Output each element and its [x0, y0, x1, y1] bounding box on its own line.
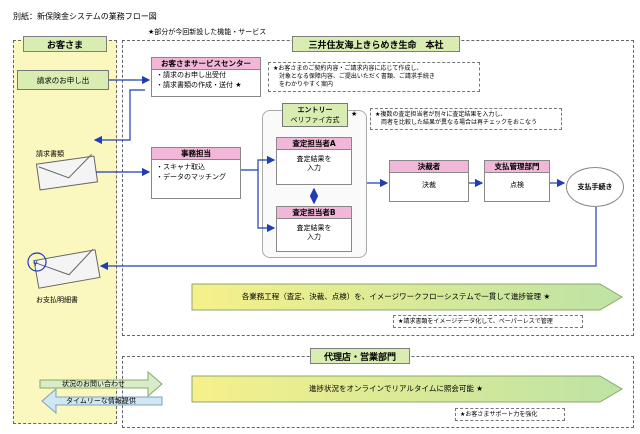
clerk-line: ・スキャナ取込: [156, 163, 205, 171]
service-center-line: ・請求書類の作成・送付 ★: [156, 81, 242, 90]
assessor-a-line: 査定結果を: [296, 155, 332, 163]
workflow-banner: 各業務工程（査定、決裁、点検）を、イメージワークフローシステムで一貫して進捗管理…: [241, 292, 551, 301]
customer-column: [13, 40, 117, 424]
agency-banner: 進捗状況をオンラインでリアルタイムに照会可能 ★: [309, 384, 483, 393]
service-center-note: ★お客さまのご契約内容・ご請求内容に応じて作成し、 対象となる保障内容、ご提出い…: [268, 62, 480, 92]
clerk-line: ・データのマッチング: [156, 173, 226, 182]
service-center-line: ・請求のお申し出受付: [156, 71, 226, 79]
note-line: 対象となる保障内容、ご提出いただく書類、ご請求手続き: [279, 73, 435, 81]
entry-verify-star: ★: [351, 110, 358, 118]
payment-notice-label: お支払明細書: [36, 296, 78, 304]
legend-note: ★部分が今回新設した機能・サービス: [148, 28, 267, 36]
entry-verify-subtitle: ベリファイ方式: [290, 116, 340, 124]
assessor-a-box: 査定担当者A 査定結果を 入力: [276, 137, 352, 185]
payment-dept-box: 支払管理部門 点検: [484, 160, 550, 202]
claim-docs-label: 請求書類: [36, 150, 64, 158]
company-title: 三井住友海上きらめき生命 本社: [292, 36, 460, 52]
inquiry-label: 状況のお問い合わせ: [62, 380, 125, 388]
service-center-title: お客さまサービスセンター: [152, 58, 260, 70]
service-center-box: お客さまサービスセンター ・請求のお申し出受付 ・請求書類の作成・送付 ★: [151, 57, 261, 97]
payment-dept-title: 支払管理部門: [485, 161, 549, 173]
approver-title: 決裁者: [390, 161, 468, 173]
assessor-b-box: 査定担当者B 査定結果を 入力: [276, 206, 352, 252]
customer-title: お客さま: [23, 36, 107, 52]
payment-notice-envelope: ¥: [27, 248, 101, 289]
approver-body: 決裁: [422, 181, 436, 189]
agency-title: 代理店・営業部門: [310, 348, 410, 364]
payment-dept-body: 点検: [510, 181, 524, 189]
approver-box: 決裁者 決裁: [389, 160, 469, 202]
workflow-note: ★請求書類をイメージデータ化して、ペーパーレスで管理: [393, 315, 583, 328]
assessor-b-line: 入力: [307, 233, 321, 242]
entry-verify-title: エントリー: [297, 106, 333, 114]
note-line: ★お客さまのご契約内容・ご請求内容に応じて作成し、: [273, 65, 423, 72]
claim-request-button[interactable]: 請求のお申し出: [17, 70, 109, 90]
assessor-b-line: 査定結果を: [296, 224, 332, 232]
note-line: をわかりやすく案内: [279, 81, 334, 89]
entry-verify-note: ★複数の査定担当者が別々に査定結果を入力し、 両者を比較した結果が異なる場合は再…: [370, 108, 562, 130]
clerk-box: 事務担当 ・スキャナ取込 ・データのマッチング: [151, 147, 241, 199]
entry-verify-box: エントリー ベリファイ方式: [282, 103, 348, 127]
page-caption: 別紙：新保険金システムの業務フロー図: [13, 12, 157, 21]
assessor-b-title: 査定担当者B: [277, 207, 351, 219]
agency-note: ★お客さまサポート力を強化: [455, 408, 565, 421]
payment-process-node: 支払手続き: [566, 167, 624, 207]
note-line: ★複数の査定担当者が別々に査定結果を入力し、: [375, 111, 507, 118]
note-line: 両者を比較した結果が異なる場合は再チェックをおこなう: [381, 119, 538, 127]
svg-text:¥: ¥: [33, 259, 38, 268]
info-label: タイムリーな情報提供: [66, 397, 136, 405]
assessor-a-title: 査定担当者A: [277, 138, 351, 150]
assessor-a-line: 入力: [307, 164, 321, 173]
claim-docs-envelope: [35, 154, 99, 191]
clerk-title: 事務担当: [152, 148, 240, 160]
